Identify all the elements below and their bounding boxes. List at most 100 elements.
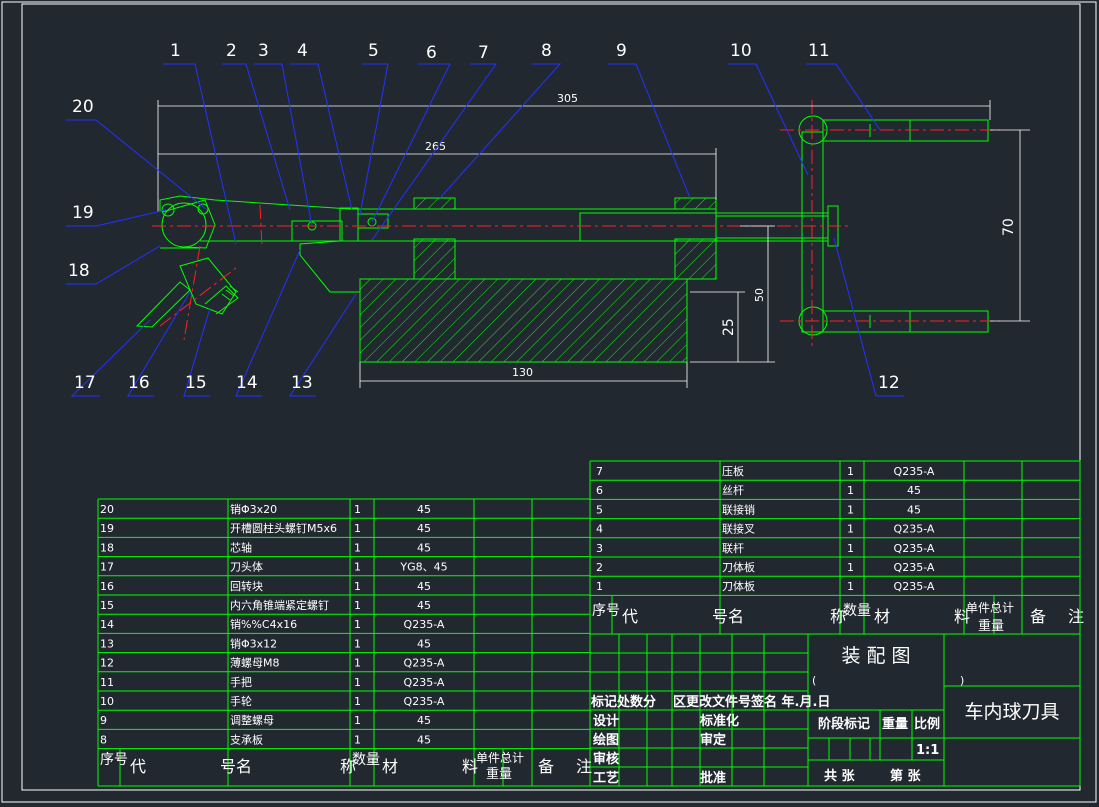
bom-left-row-name: 销%%C4x16 xyxy=(230,617,297,631)
drawing-type-title: 装 配 图 xyxy=(841,645,910,667)
label-stage-mark: 阶段标记 xyxy=(818,716,870,732)
bom-left-row-no: 12 xyxy=(100,657,114,670)
bom-right-header-liao: 料 xyxy=(954,607,970,626)
center-lines xyxy=(152,100,1000,350)
label-standard: 标准化 xyxy=(699,713,739,729)
bom-left-row-qty: 1 xyxy=(354,580,361,593)
bracket-right: ) xyxy=(960,674,964,687)
cutter-body-plate xyxy=(159,195,717,293)
bom-right-row-no: 1 xyxy=(596,580,603,593)
bom-left-row-material: 45 xyxy=(417,541,431,554)
dim-50: 50 xyxy=(753,288,766,302)
bom-right-row-name: 刀体板 xyxy=(722,560,755,574)
bom-left-row-no: 11 xyxy=(100,676,114,689)
title-block: 装 配 图 ( ) 车内球刀具 标记处数分 区更改文件号签名 年.月.日 设计 … xyxy=(98,460,1081,787)
bom-left-row-material: Q235-A xyxy=(404,676,445,689)
mechanism-view xyxy=(135,115,989,363)
bom-left-row-material: Q235-A xyxy=(404,618,445,631)
bom-right-row-no: 4 xyxy=(596,523,603,536)
callout-15: 15 xyxy=(185,373,207,393)
connecting-fork xyxy=(291,220,343,242)
bom-left-row-name: 内六角锥端紧定螺钉 xyxy=(230,598,329,612)
bom-left-row-no: 13 xyxy=(100,637,114,650)
dimension-lines xyxy=(157,100,1030,388)
callout-numbers: 1 2 3 4 5 6 7 8 9 10 11 12 13 14 15 16 1… xyxy=(68,41,900,393)
bom-left-header-weight: 重量 xyxy=(486,766,512,782)
bom-right-row-material: Q235-A xyxy=(894,561,935,574)
callout-16: 16 xyxy=(128,373,150,393)
bom-left-row-qty: 1 xyxy=(354,695,361,708)
bom-right-row-name: 丝杆 xyxy=(722,483,744,497)
callout-8: 8 xyxy=(541,41,552,61)
bom-left-row-name: 支承板 xyxy=(230,732,263,746)
bom-right-row-no: 6 xyxy=(596,484,603,497)
bom-left-row-qty: 1 xyxy=(354,541,361,554)
label-review: 审定 xyxy=(700,732,726,748)
bom-left-row-material: YG8、45 xyxy=(399,561,447,574)
bom-right-header-code: 代 xyxy=(622,607,638,626)
bom-right-row-name: 联接叉 xyxy=(722,523,755,536)
bom-left-header-remark2: 注 xyxy=(576,757,592,776)
bom-right-header-weight: 重量 xyxy=(978,618,1004,634)
bom-right-row-qty: 1 xyxy=(847,465,854,478)
bom-right-row-material: 45 xyxy=(907,503,921,516)
callout-6: 6 xyxy=(426,43,437,63)
bom-right-header-material: 材 xyxy=(874,607,890,626)
callout-14: 14 xyxy=(236,373,258,393)
callout-10: 10 xyxy=(730,41,752,61)
bom-right-row-qty: 1 xyxy=(847,484,854,497)
callout-19: 19 xyxy=(72,203,94,223)
bom-right-row-no: 3 xyxy=(596,542,603,555)
bom-left-row-name: 开槽圆柱头螺钉M5x6 xyxy=(230,521,337,535)
bracket-left: ( xyxy=(812,674,816,687)
label-process: 工艺 xyxy=(593,770,619,786)
dim-305: 305 xyxy=(557,92,578,105)
bom-left-row-no: 16 xyxy=(100,580,114,593)
bom-left-row-no: 18 xyxy=(100,541,114,554)
bom-right-row-no: 5 xyxy=(596,503,603,516)
bom-left-header-qty: 数量 xyxy=(352,752,380,768)
bom-right-row-name: 联杆 xyxy=(722,541,744,555)
bom-left-row-no: 14 xyxy=(100,618,114,631)
bom-right-row-material: Q235-A xyxy=(894,523,935,536)
bom-right-row-qty: 1 xyxy=(847,542,854,555)
right-nut-upper xyxy=(674,197,717,210)
bom-right-header-unit-total: 单件总计 xyxy=(966,601,1014,615)
bom-left-header-remark1: 备 xyxy=(538,757,554,776)
bom-left-row-qty: 1 xyxy=(354,676,361,689)
bom-left-row-qty: 1 xyxy=(354,637,361,650)
bom-left-header-cheng: 称 xyxy=(340,757,356,776)
bom-left-row-no: 10 xyxy=(100,695,114,708)
bom-left-row-name: 回转块 xyxy=(230,579,263,593)
bom-left-row-qty: 1 xyxy=(354,599,361,612)
bom-left-row-name: 调整螺母 xyxy=(230,713,274,727)
bom-right-row-no: 2 xyxy=(596,561,603,574)
bom-left-row-material: 45 xyxy=(417,637,431,650)
bom-left-row-no: 15 xyxy=(100,599,114,612)
bom-right-header-qty: 数量 xyxy=(843,603,871,619)
bom-right-header: 序号 代 号名 称 数量 材 料 单件总计 重量 备 注 xyxy=(592,601,1084,634)
bom-left-row-name: 手轮 xyxy=(230,694,252,708)
bom-left-row-name: 薄螺母M8 xyxy=(230,656,280,670)
bom-right-row-material: Q235-A xyxy=(894,580,935,593)
bom-right-row-material: Q235-A xyxy=(894,542,935,555)
dim-70: 70 xyxy=(1001,218,1017,236)
dimension-texts: 305 265 130 70 50 25 xyxy=(425,92,1017,379)
bom-left-row-qty: 1 xyxy=(354,714,361,727)
bom-left-row-name: 芯轴 xyxy=(230,540,252,554)
bom-left-row-name: 刀头体 xyxy=(230,560,263,574)
bom-left-row-material: Q235-A xyxy=(404,657,445,670)
callout-13: 13 xyxy=(291,373,313,393)
label-scale: 比例 xyxy=(914,716,940,732)
bom-left-row-material: 45 xyxy=(417,714,431,727)
bom-right-row-material: 45 xyxy=(907,484,921,497)
bom-right-row-qty: 1 xyxy=(847,503,854,516)
core-shaft xyxy=(161,202,207,248)
label-design: 设计 xyxy=(593,713,619,729)
callout-9: 9 xyxy=(616,41,627,61)
dim-130: 130 xyxy=(512,366,533,379)
bom-right-row-no: 7 xyxy=(596,465,603,478)
bom-left-row-no: 8 xyxy=(100,733,107,746)
label-sheet-no: 第 张 xyxy=(890,768,922,784)
